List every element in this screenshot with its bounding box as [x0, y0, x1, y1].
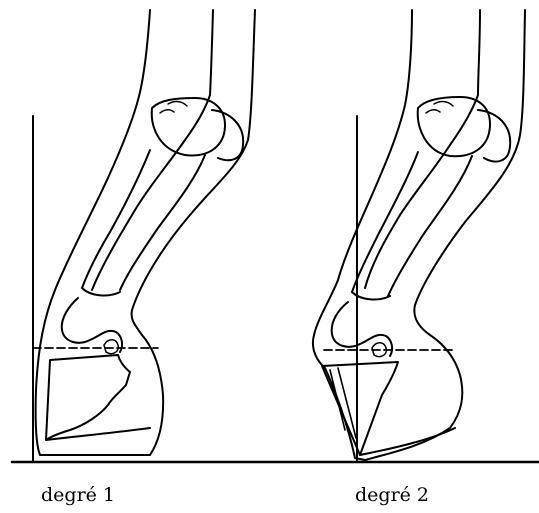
fetlock-detail-1: [160, 102, 187, 113]
front-contour-1: [92, 10, 213, 290]
sesamoid-2: [478, 110, 510, 162]
sesamoid-1: [212, 110, 243, 160]
coffin-bone-inner-2: [330, 368, 356, 438]
sole-line-2: [360, 428, 455, 455]
pastern-joint-1: [82, 288, 120, 295]
panel-degree-2: [313, 10, 525, 462]
leg-outline-1: [36, 10, 255, 455]
fetlock-detail-2: [426, 102, 453, 113]
coffin-bone-2: [322, 362, 398, 455]
caption-degree-2: degré 2: [355, 484, 429, 506]
fetlock-joint-2: [418, 97, 490, 156]
short-pastern-1: [62, 298, 122, 352]
coffin-bone-1: [46, 355, 130, 440]
front-contour-2: [365, 10, 480, 288]
caption-degree-1: degré 1: [41, 484, 115, 506]
sole-line-1: [46, 428, 150, 440]
short-pastern-2: [332, 302, 392, 356]
fetlock-joint-1: [152, 98, 225, 155]
navicular-1: [104, 340, 118, 354]
panel-degree-1: [33, 10, 255, 462]
